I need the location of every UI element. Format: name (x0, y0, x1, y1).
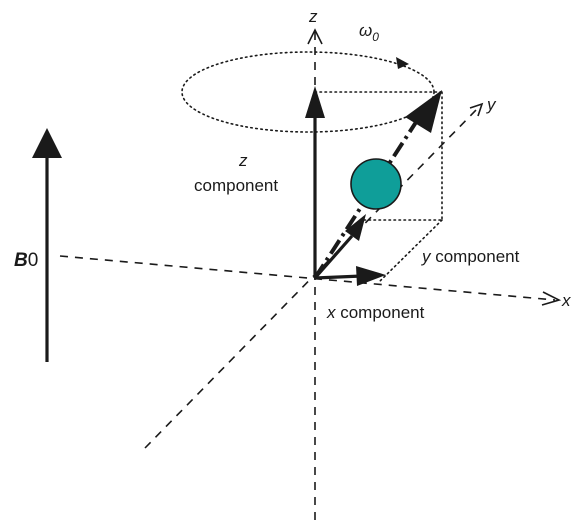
y-component-label: y component (421, 247, 520, 266)
precession-frequency-label: ω0 (359, 21, 379, 44)
x-component-arrowhead (356, 266, 386, 286)
x-component-arrow (314, 274, 363, 280)
z-axis-arrowhead (307, 28, 323, 45)
spin-sphere (350, 158, 402, 210)
y-axis-label: y (486, 95, 497, 114)
y-axis-arrowhead (469, 102, 484, 117)
b0-label: B0 (14, 250, 38, 271)
x-axis-label: x (561, 291, 571, 310)
b0-field-arrowhead (32, 128, 62, 158)
y-component-arrowhead (345, 214, 366, 241)
magnetic-moment-arrowhead (405, 90, 442, 133)
x-component-label: x component (326, 303, 425, 322)
z-component-arrowhead (305, 86, 325, 118)
z-axis-label: z (308, 7, 318, 26)
precession-ellipse (181, 51, 435, 133)
precession-direction-arrowhead (396, 57, 409, 69)
y-axis (144, 107, 479, 449)
x-axis (59, 255, 556, 301)
z-component-label-word: component (194, 176, 278, 195)
x-axis-arrowhead (541, 291, 562, 306)
z-component-label-italic: z (238, 151, 248, 170)
projection-to-x (377, 219, 443, 284)
